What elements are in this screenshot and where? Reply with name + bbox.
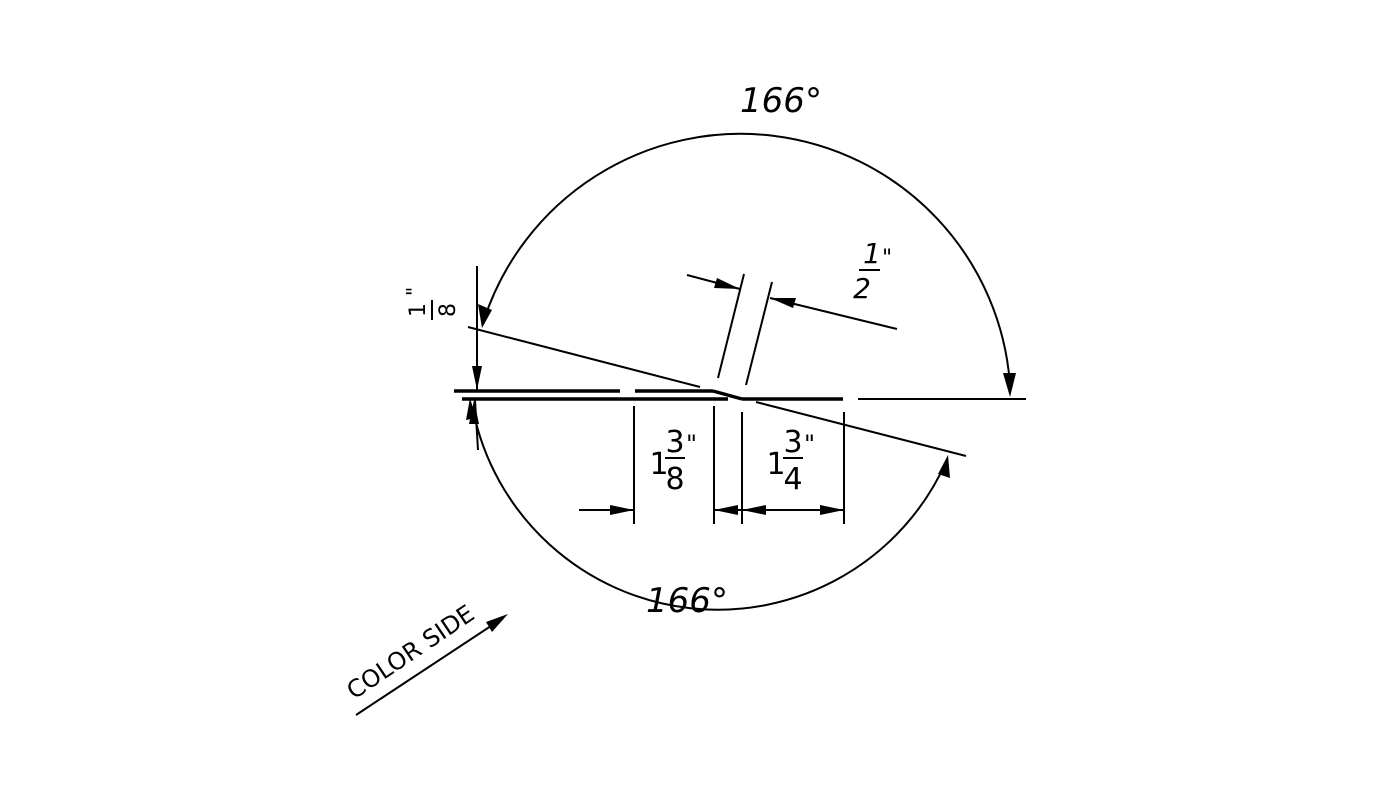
color-side-label: COLOR SIDE bbox=[342, 599, 480, 705]
svg-text:4: 4 bbox=[783, 462, 802, 497]
offset-bend bbox=[712, 389, 743, 401]
svg-text:3: 3 bbox=[665, 425, 684, 460]
bottom-angle-arc bbox=[472, 409, 947, 611]
left-segment-label: 1 3 8 " bbox=[649, 425, 697, 497]
right-segment-label: 1 3 4 " bbox=[766, 425, 815, 497]
hem-thickness-label: 1 8 " bbox=[402, 287, 461, 320]
svg-text:2: 2 bbox=[853, 272, 871, 305]
bottom-arc-right-arrowhead bbox=[938, 455, 950, 478]
offset-arrowhead-left bbox=[714, 278, 740, 289]
svg-text:": " bbox=[686, 430, 697, 458]
svg-text:": " bbox=[882, 246, 892, 271]
svg-text:1: 1 bbox=[863, 237, 881, 270]
offset-ext-line-right bbox=[745, 281, 773, 386]
right-seg-arrowhead-left bbox=[742, 505, 766, 515]
svg-text:": " bbox=[402, 287, 426, 296]
svg-text:1: 1 bbox=[766, 447, 785, 482]
top-arc-left-arrowhead bbox=[478, 304, 492, 328]
bottom-angle-label: 166° bbox=[646, 581, 728, 621]
svg-text:1: 1 bbox=[649, 447, 668, 482]
color-side-arrow-line bbox=[355, 619, 501, 716]
svg-text:8: 8 bbox=[665, 462, 684, 497]
hem-dim-arrowhead-up bbox=[469, 400, 479, 424]
upper-left-flange bbox=[467, 326, 701, 388]
offset-ext-line-left bbox=[717, 273, 745, 379]
offset-arrowhead-right bbox=[770, 298, 796, 308]
lower-right-flange bbox=[755, 401, 967, 457]
top-arc-right-arrowhead bbox=[1003, 373, 1016, 397]
svg-text:1: 1 bbox=[406, 303, 431, 317]
left-seg-arrowhead-left bbox=[714, 505, 738, 515]
svg-text:": " bbox=[804, 430, 815, 458]
right-seg-arrowhead-right bbox=[820, 505, 844, 515]
color-side-arrowhead bbox=[486, 614, 508, 632]
top-angle-label: 166° bbox=[740, 81, 822, 121]
svg-text:8: 8 bbox=[436, 303, 461, 317]
top-angle-arc bbox=[483, 132, 1011, 386]
left-seg-arrowhead-right bbox=[610, 505, 634, 515]
hem-dim-arrowhead-down bbox=[472, 366, 482, 390]
svg-text:3: 3 bbox=[783, 425, 802, 460]
offset-width-label: 1 2 " bbox=[853, 237, 892, 305]
